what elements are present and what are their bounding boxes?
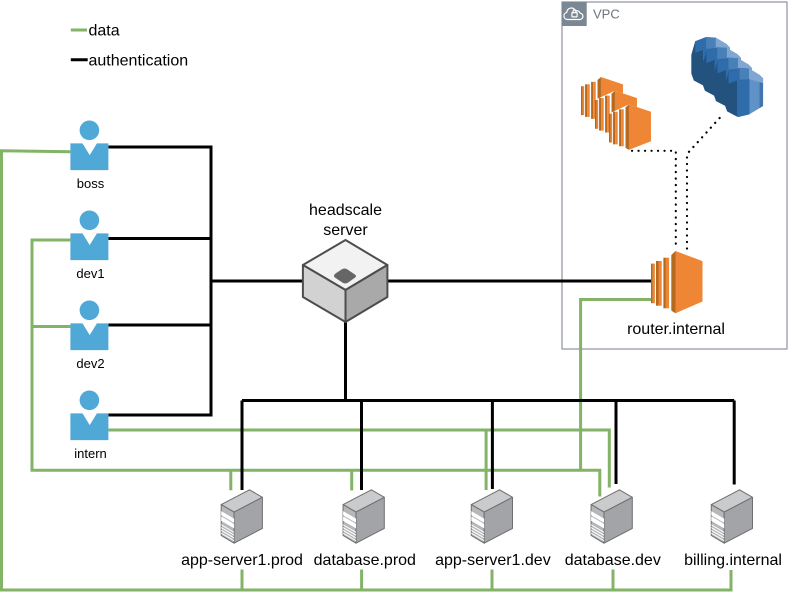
svg-text:router.internal: router.internal <box>627 321 725 338</box>
svg-text:billing.internal: billing.internal <box>684 552 782 569</box>
svg-text:data: data <box>89 23 120 40</box>
svg-text:authentication: authentication <box>89 52 189 69</box>
svg-text:database.prod: database.prod <box>314 552 416 569</box>
svg-text:dev1: dev1 <box>76 266 104 281</box>
svg-text:dev2: dev2 <box>76 356 104 371</box>
svg-text:server: server <box>323 222 368 239</box>
svg-text:app-server1.dev: app-server1.dev <box>435 552 551 569</box>
svg-text:app-server1.prod: app-server1.prod <box>181 552 303 569</box>
svg-text:VPC: VPC <box>593 6 620 21</box>
svg-text:boss: boss <box>77 176 105 191</box>
svg-text:headscale: headscale <box>309 202 382 219</box>
svg-text:database.dev: database.dev <box>565 552 661 569</box>
svg-text:intern: intern <box>74 446 107 461</box>
